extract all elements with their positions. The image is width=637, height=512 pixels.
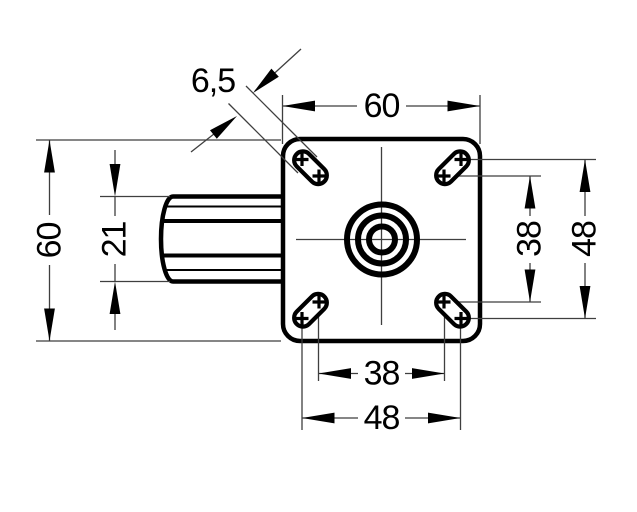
dimension-lines xyxy=(44,100,591,424)
dimension-arrow xyxy=(524,269,536,302)
dimension-arrow xyxy=(302,412,335,424)
dimension-arrow xyxy=(44,140,55,173)
dimension-arrow xyxy=(318,368,351,379)
central-bore-outer-ring xyxy=(344,201,420,278)
extension-lines xyxy=(36,95,596,430)
dim-label-bolt-spacing-vertical-outer: 48 xyxy=(566,221,604,257)
dimension-arrow xyxy=(282,100,315,112)
dim-label-bolt-spacing-horizontal-inner: 38 xyxy=(364,355,400,393)
central-bore-inner-ring xyxy=(366,223,398,256)
central-bore xyxy=(344,201,420,278)
dimension-arrow xyxy=(109,164,121,197)
hole-center-cross xyxy=(312,295,326,309)
slot-tangent-line xyxy=(245,85,318,158)
hole-center-cross xyxy=(437,169,451,183)
dim-label-bolt-spacing-vertical-inner: 38 xyxy=(511,221,549,257)
hole-center-cross xyxy=(312,169,326,183)
dim-label-plate-height: 60 xyxy=(31,223,69,259)
dim-label-plate-width: 60 xyxy=(364,87,400,125)
slot-tangent-line xyxy=(228,103,299,174)
dim-label-tube-diameter: 21 xyxy=(96,222,134,258)
hole-center-cross xyxy=(437,295,451,309)
dimension-arrow xyxy=(579,159,591,192)
hole-center-cross xyxy=(454,312,468,325)
hole-center-cross xyxy=(454,153,468,166)
dimension-arrow xyxy=(412,368,445,379)
dimension-arrow xyxy=(447,100,480,112)
hole-center-cross xyxy=(295,312,309,325)
dim-label-bolt-spacing-horizontal-outer: 48 xyxy=(364,399,400,437)
stem-tube-outline xyxy=(158,194,286,284)
dimension-arrow xyxy=(428,412,461,424)
hole-center-crosses xyxy=(295,153,468,325)
dimension-arrow xyxy=(253,68,279,93)
dimension-arrow xyxy=(579,286,591,319)
central-bore-middle-ring xyxy=(355,212,409,267)
stem-tube xyxy=(158,194,286,284)
centerlines xyxy=(296,147,466,325)
hole-center-cross xyxy=(295,153,309,166)
slot-width-callout xyxy=(190,48,318,174)
dimension-arrow xyxy=(524,176,536,209)
dim-label-slot-width: 6,5 xyxy=(191,62,235,100)
dimension-labels: 6,5 60 60 21 38 48 38 48 xyxy=(31,62,604,437)
dimension-arrow xyxy=(210,116,237,139)
dimension-arrow xyxy=(109,281,121,314)
dimension-arrow xyxy=(44,308,55,341)
